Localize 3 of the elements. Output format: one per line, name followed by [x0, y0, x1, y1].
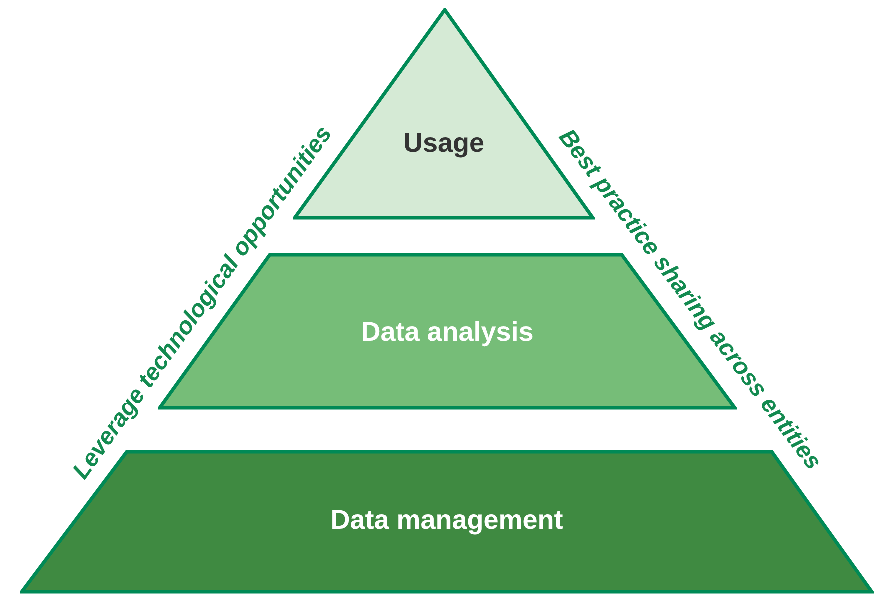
segment-label: Usage [403, 126, 485, 160]
segment-label: Data analysis [361, 316, 534, 349]
segment-label: Data management [330, 504, 564, 537]
